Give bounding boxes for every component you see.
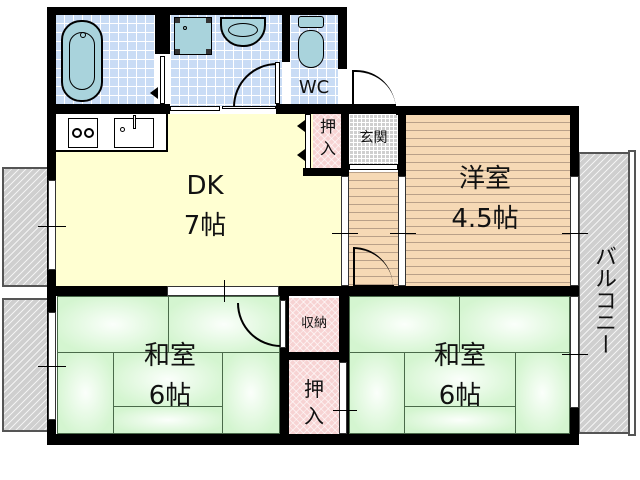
sliding-door[interactable]: [398, 176, 406, 286]
wall: [398, 106, 406, 176]
western-room: [406, 114, 570, 286]
japanese-room-right: [349, 296, 570, 434]
bath-door-arrow-icon: [150, 87, 158, 99]
sink-icon: [114, 115, 154, 148]
sliding-door-panel: [222, 106, 276, 109]
japanese-room-left-name: 和室: [143, 341, 196, 371]
bathtub-icon: [61, 20, 103, 102]
tick: [333, 410, 357, 411]
genkan-step: [349, 164, 398, 170]
dk-closet: [313, 114, 343, 170]
wall: [47, 434, 579, 445]
balcony-left-bottom: [2, 298, 50, 432]
center-closet-label-1: 押: [304, 377, 324, 401]
toilet-icon: [298, 16, 324, 28]
wall: [276, 104, 396, 114]
wall: [47, 7, 346, 15]
balcony-left-top: [2, 167, 50, 287]
storage-label: 収納: [300, 316, 327, 331]
window[interactable]: [570, 176, 579, 286]
wall: [338, 7, 347, 69]
window[interactable]: [570, 296, 579, 408]
tick: [390, 233, 416, 234]
japanese-room-right-size: 6帖: [438, 381, 482, 411]
wc-label: WC: [298, 77, 330, 98]
sliding-door-track: [170, 106, 220, 111]
japanese-room-left: [57, 296, 280, 434]
wall: [570, 286, 579, 296]
sliding-door[interactable]: [339, 362, 347, 434]
tick: [38, 226, 66, 227]
stove-icon: [68, 118, 98, 148]
wall: [303, 168, 349, 176]
kitchen-counter: [55, 114, 168, 152]
wall: [282, 14, 290, 62]
tick: [562, 354, 588, 355]
door-panel[interactable]: [280, 300, 286, 348]
wall: [47, 286, 167, 296]
wall: [570, 408, 579, 445]
dk-closet-label-2: 入: [319, 139, 336, 158]
balcony-label: バルコニー: [591, 245, 616, 355]
center-closet: [289, 360, 339, 434]
tick: [332, 233, 358, 234]
tick: [562, 233, 588, 234]
dk-closet-label-1: 押: [319, 117, 336, 136]
sliding-door[interactable]: [167, 286, 279, 296]
tick: [224, 280, 225, 302]
wall: [396, 106, 579, 115]
balcony-rail-right: [628, 150, 636, 436]
toilet-bowl-icon: [298, 30, 324, 68]
sliding-door[interactable]: [341, 176, 349, 286]
genkan: [349, 114, 398, 164]
closet-door-arrow-icon: [297, 149, 305, 161]
wall: [155, 14, 170, 54]
wall: [570, 106, 579, 176]
washroom-door-panel: [275, 62, 280, 104]
dk-closet-door: [305, 114, 311, 170]
western-room-size: 4.5帖: [451, 204, 519, 234]
genkan-label: 玄関: [359, 130, 388, 146]
wall: [47, 104, 170, 114]
tick: [38, 366, 66, 367]
washing-machine-icon: [174, 17, 212, 55]
window[interactable]: [48, 180, 56, 270]
western-room-name: 洋室: [458, 164, 511, 194]
dk-size: 7帖: [183, 211, 227, 241]
japanese-room-left-size: 6帖: [148, 381, 192, 411]
wall: [341, 108, 349, 174]
wall: [279, 286, 579, 296]
wall: [285, 352, 345, 360]
closet-door-arrow-icon: [297, 120, 305, 132]
wall: [280, 290, 289, 445]
dk-name: DK: [186, 171, 224, 201]
center-closet-label-2: 入: [304, 404, 324, 428]
storage: [289, 298, 339, 352]
japanese-room-right-name: 和室: [433, 341, 486, 371]
bath-door-panel: [160, 56, 165, 104]
